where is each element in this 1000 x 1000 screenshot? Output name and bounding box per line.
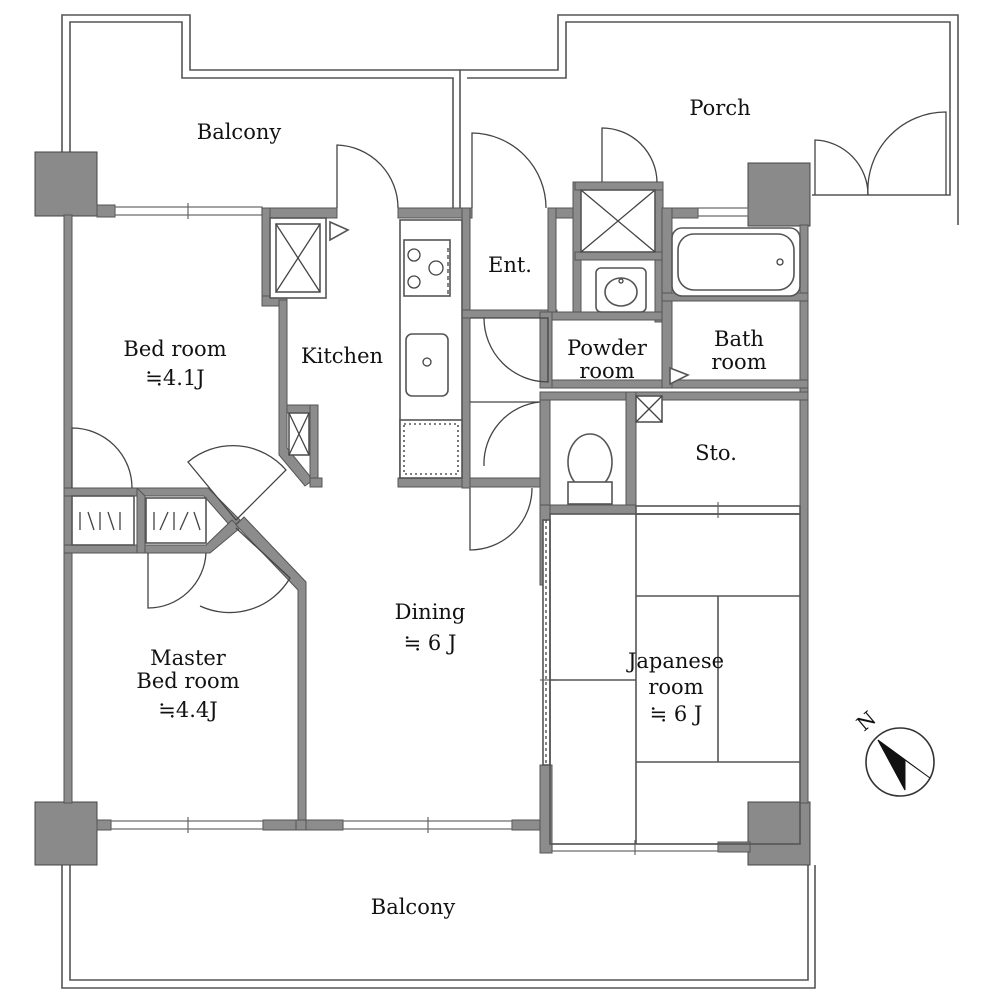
pillar-sw	[34, 801, 98, 866]
room-label-storage: Sto.	[695, 442, 737, 465]
room-label-powder-room: Powder room	[567, 337, 647, 383]
compass-rose: N	[852, 706, 935, 797]
master-bedroom-size: ≒4.4J	[158, 698, 218, 722]
interior-walls	[63, 181, 809, 854]
north-balcony-outline	[61, 14, 959, 225]
pillar-ne	[747, 162, 811, 227]
room-label-japanese-room: Japanese room ≒ 6 J	[628, 650, 724, 726]
japanese-room-size: ≒ 6 J	[649, 702, 703, 726]
room-label-master-bedroom: Master Bed room ≒4.4J	[136, 647, 239, 722]
japanese-room-line1: Japanese	[627, 649, 725, 673]
bath-room-line1: Bath	[714, 327, 764, 351]
porch-name: Porch	[689, 96, 751, 120]
closet-hangers	[71, 495, 207, 546]
balcony-south-name: Balcony	[370, 895, 456, 919]
powder-room-line2: room	[579, 359, 635, 383]
kitchen-fixtures	[269, 217, 463, 479]
dining-size: ≒ 6 J	[403, 631, 457, 655]
powder-room-line1: Powder	[567, 336, 647, 360]
japanese-room-line2: room	[648, 675, 704, 699]
bedroom-name: Bed room	[123, 337, 227, 361]
dining-name: Dining	[394, 600, 466, 624]
kitchen-name: Kitchen	[300, 344, 384, 368]
bath-fixtures	[567, 189, 801, 505]
doors	[71, 111, 947, 614]
tatami-mats	[549, 513, 801, 845]
room-label-kitchen: Kitchen	[301, 345, 383, 368]
balcony-north-name: Balcony	[196, 120, 282, 144]
pillar-nw	[34, 151, 98, 217]
entrance-name: Ent.	[488, 253, 532, 277]
room-label-entrance: Ent.	[488, 254, 532, 277]
bath-room-line2: room	[711, 350, 767, 374]
room-label-balcony-north: Balcony	[197, 121, 281, 144]
room-label-bedroom: Bed room ≒4.1J	[123, 338, 226, 390]
master-bedroom-line1: Master	[150, 646, 226, 670]
south-balcony-outline	[61, 860, 816, 989]
room-label-porch: Porch	[689, 97, 750, 120]
room-label-bath-room: Bath room	[711, 328, 766, 374]
room-label-balcony-south: Balcony	[371, 896, 455, 919]
room-label-dining: Dining ≒ 6 J	[395, 601, 466, 655]
storage-name: Sto.	[695, 441, 737, 465]
master-bedroom-line2: Bed room	[136, 669, 240, 693]
compass-label: N	[852, 706, 881, 736]
bedroom-size: ≒4.1J	[145, 366, 205, 390]
